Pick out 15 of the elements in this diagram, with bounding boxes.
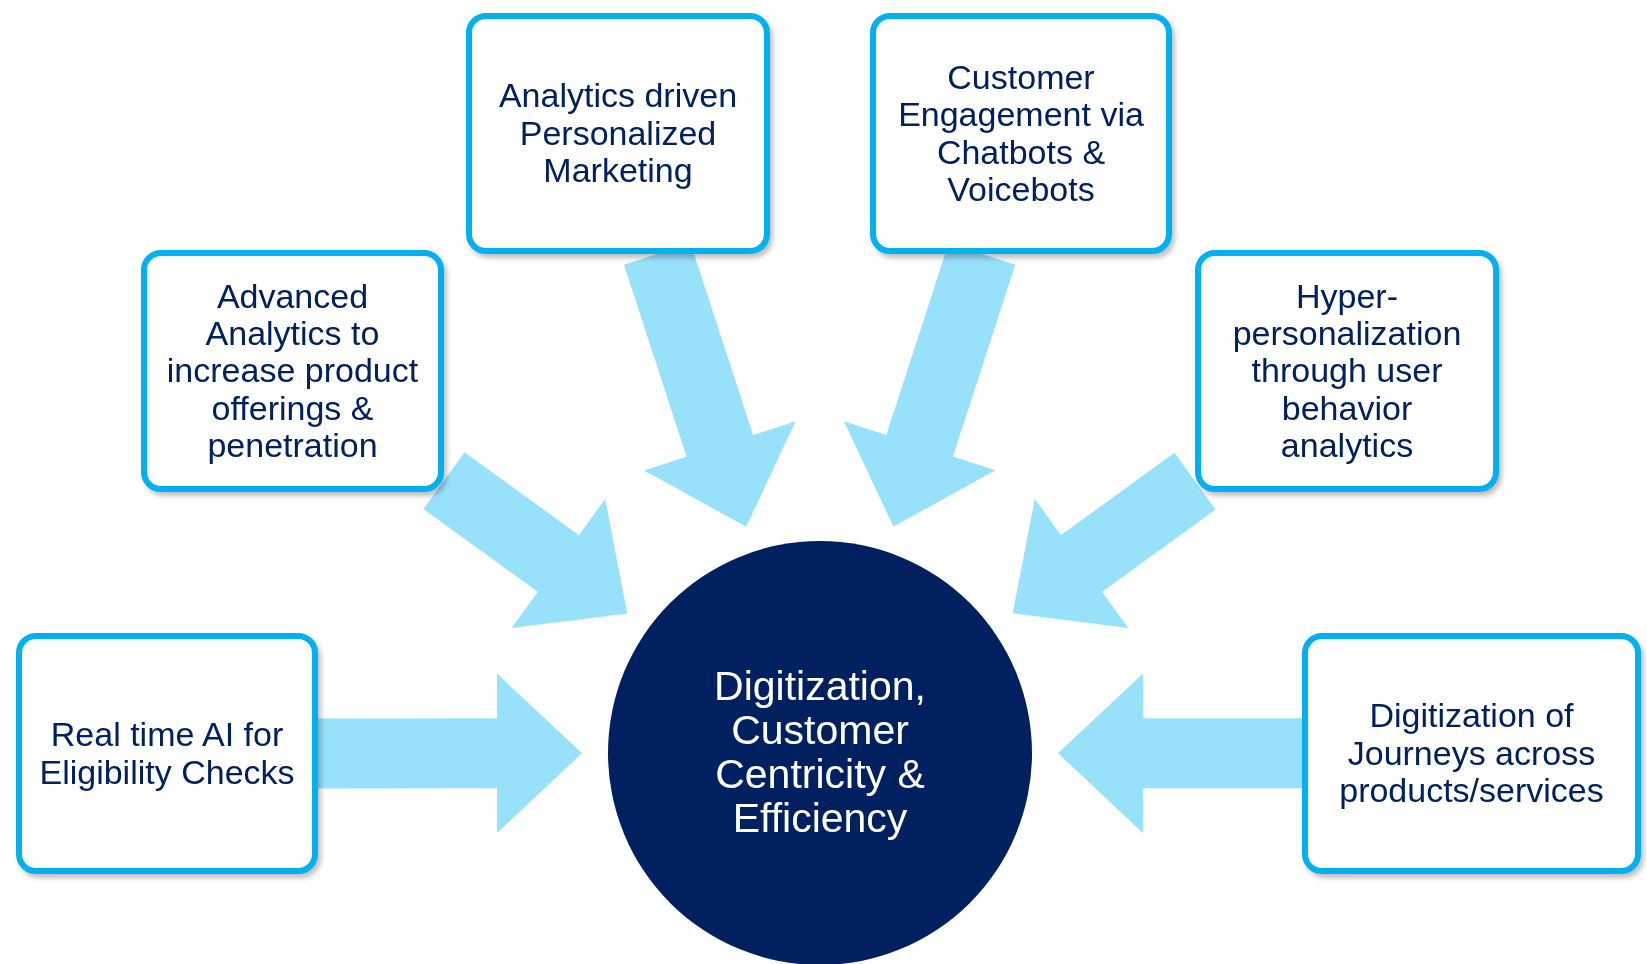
block-arrow	[1058, 673, 1302, 833]
topic-box	[141, 250, 444, 492]
node-label: Real time AI for Eligibility Checks	[38, 716, 296, 791]
block-arrow	[318, 673, 582, 833]
topic-box	[870, 13, 1172, 254]
topic-box	[1195, 250, 1499, 492]
node-label: Digitization, Customer Centricity & Efficiency	[713, 665, 927, 841]
node-label: Hyper-personalization through user behavior analytics	[1231, 277, 1463, 465]
topic-box	[1302, 633, 1641, 874]
topic-box	[16, 633, 318, 874]
node-label: Advanced Analytics to increase product offerings & penetration	[165, 277, 420, 465]
node-label: Digitization of Journeys across products/services	[1338, 697, 1605, 810]
node-label: Analytics driven Personalized Marketing	[497, 77, 739, 190]
topic-box	[466, 13, 770, 254]
node-label: Customer Engagement via Chatbots & Voicebots	[897, 58, 1145, 209]
